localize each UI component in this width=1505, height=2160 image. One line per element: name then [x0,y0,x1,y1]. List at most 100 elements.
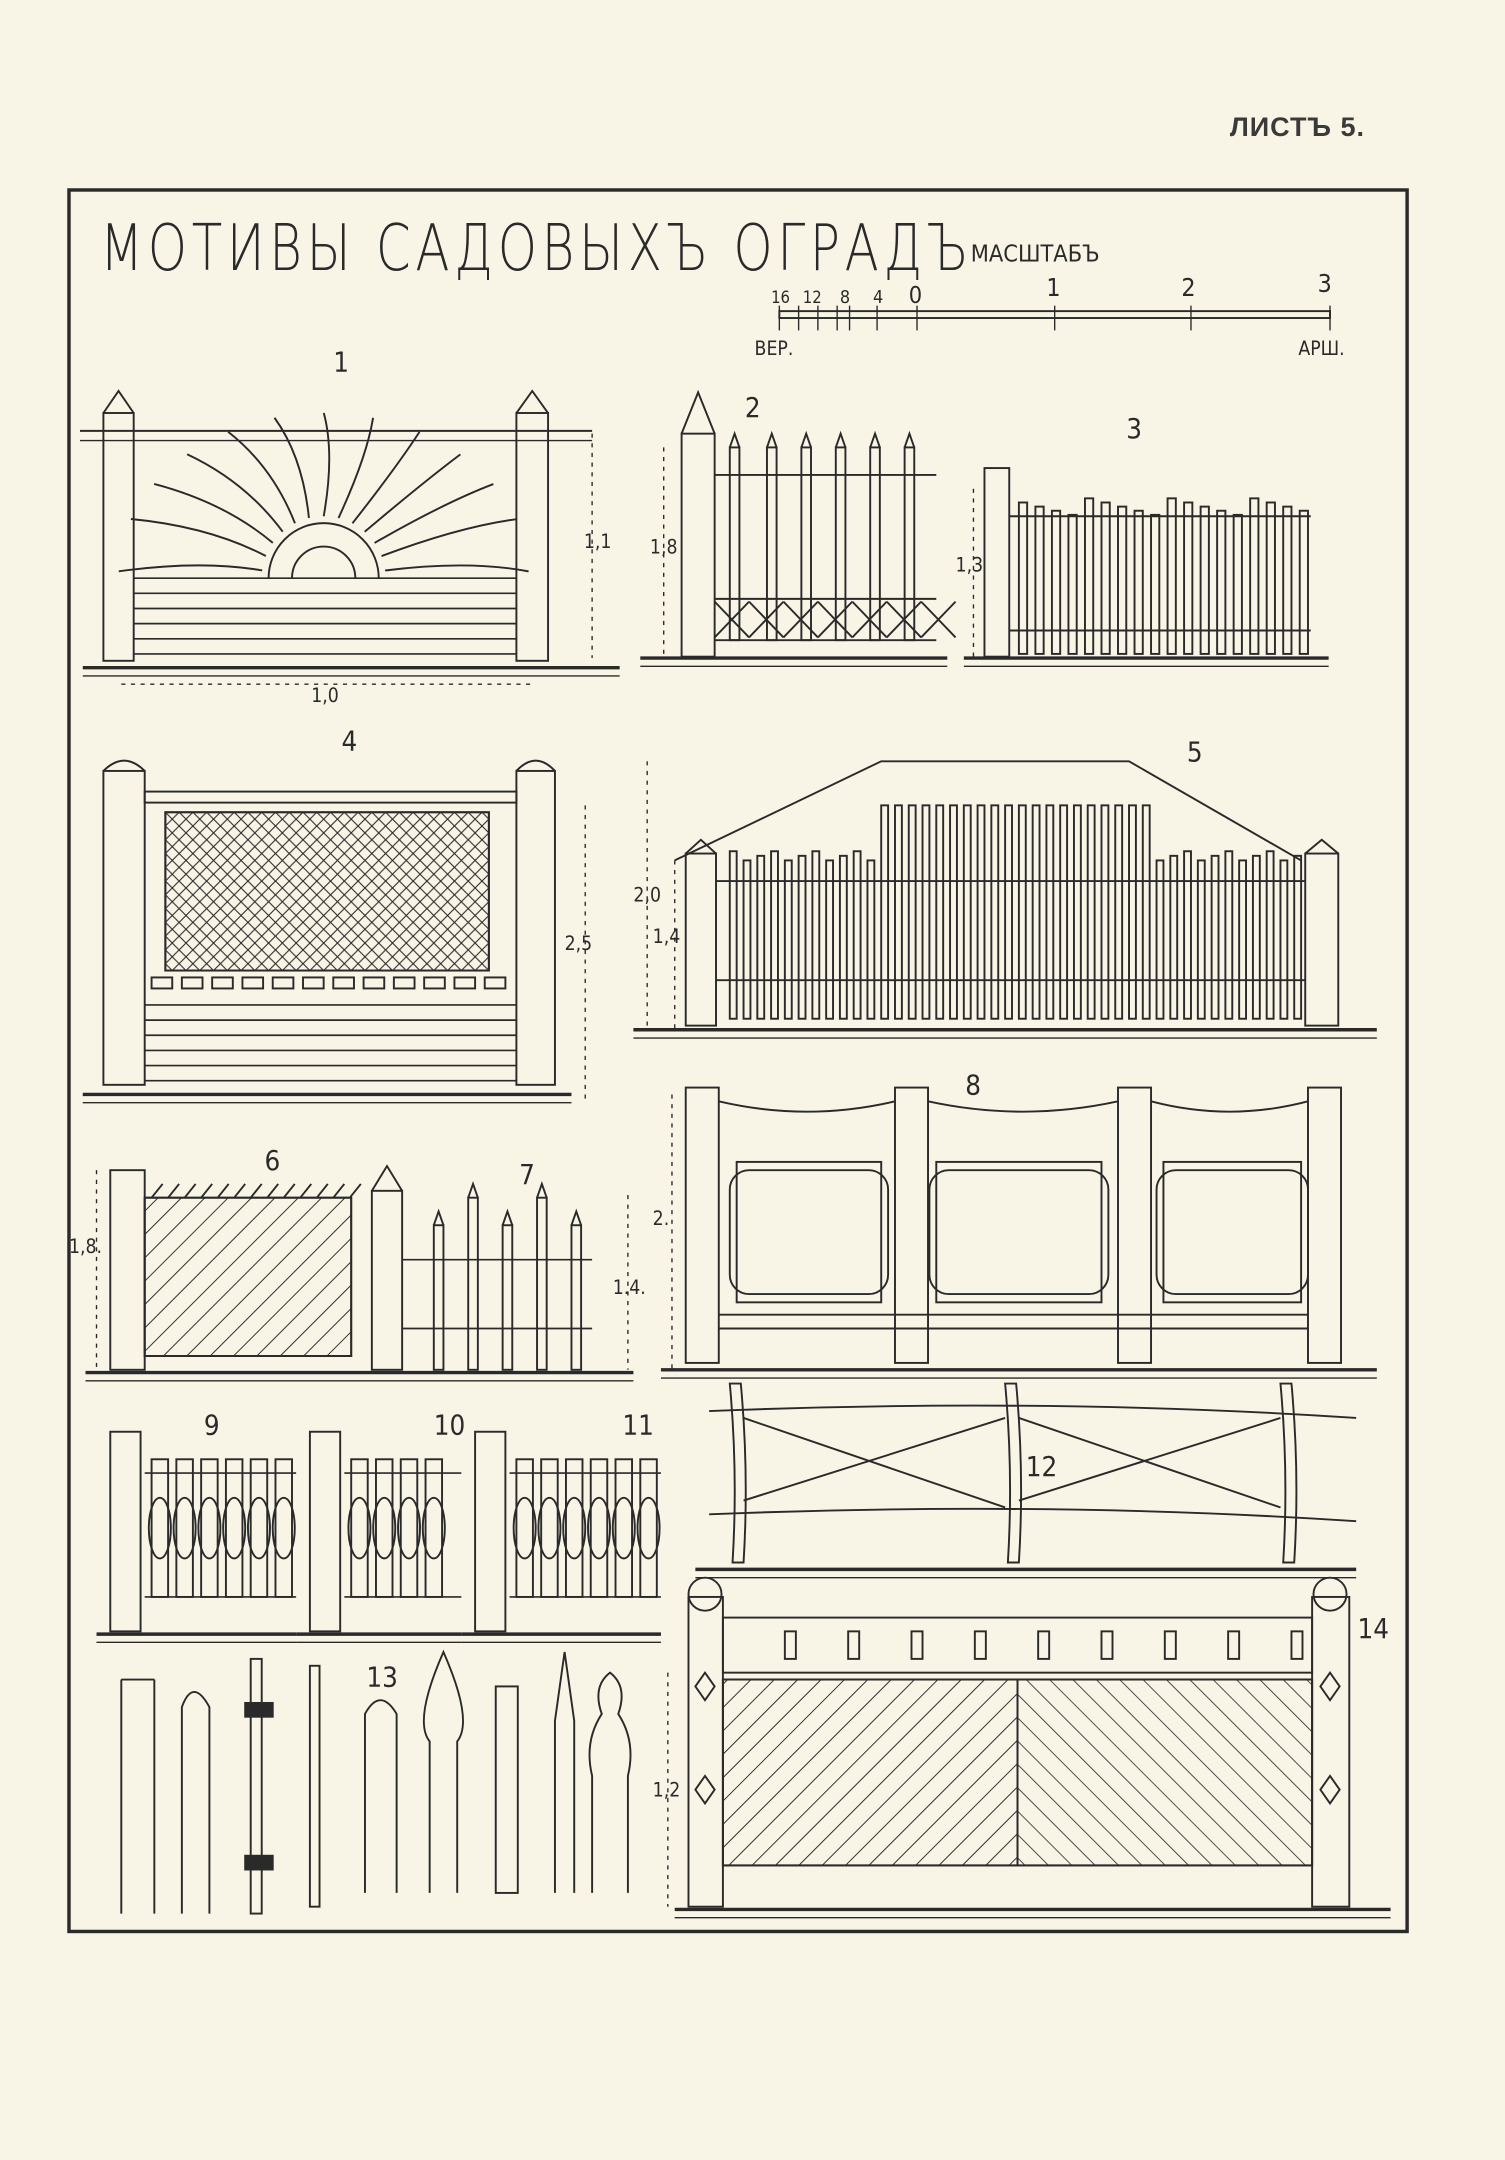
baluster-profile [197,1496,222,1560]
picket [1084,497,1095,655]
scale-tick: 1 [1046,273,1060,302]
slat-tip [299,1183,313,1199]
picket [1045,804,1055,1020]
picket [1141,804,1151,1020]
dimension-label: 2,0 [633,884,661,907]
diamond-ornament [694,1670,716,1702]
sun-ray [322,412,331,517]
post-cap [1304,838,1339,855]
panel-frame [721,1678,1314,1867]
post-profile [308,1664,321,1908]
picket [1249,497,1260,655]
picket [1067,513,1078,655]
picket [838,854,848,1020]
baluster-profile [172,1496,197,1560]
baluster-profile [611,1496,636,1560]
cross-brace [886,600,922,639]
picket [1004,804,1013,1020]
hinge [244,1701,274,1718]
fence-post [680,432,716,658]
baluster [424,1458,444,1598]
picket [1114,804,1124,1020]
baluster-profile [587,1496,611,1560]
panel-frame [735,1160,883,1304]
picket [1251,854,1261,1020]
picket [432,1224,445,1371]
sun-ray [381,518,517,557]
cross-brace [920,600,957,639]
fretwork [302,976,325,990]
picket [1224,850,1234,1020]
sheet-number: ЛИСТЪ 5. [1229,112,1365,142]
frieze-block [847,1630,861,1660]
baluster-profile [512,1496,537,1560]
post-profile [180,1691,211,1914]
rustic-post [1279,1382,1298,1564]
dimension-label: 1,4 [653,925,681,948]
frieze-block [1290,1630,1304,1660]
picket [770,850,779,1020]
fretwork [453,976,477,990]
picket [1031,804,1041,1020]
panel-medallion [728,1169,890,1296]
scale-unit-arshin: АРШ. [1298,337,1344,360]
picket-profile [364,1699,398,1893]
slat-tip [332,1183,346,1199]
picket [1059,804,1069,1020]
picket [1169,854,1179,1020]
baluster [274,1458,293,1598]
slat-tip [200,1183,213,1199]
slat-tip [349,1183,362,1199]
picket [1210,854,1220,1020]
fence-post [370,1189,404,1371]
dimension-label: 1.4. [613,1276,646,1299]
post-cap [685,838,717,855]
baluster-profile [537,1496,562,1560]
slat-tip [249,1183,263,1199]
fence-post [1307,1086,1342,1364]
post-cap [515,759,556,772]
panel-frame [1162,1160,1303,1304]
picket-tip [432,1208,445,1226]
picket [1117,505,1128,655]
picket [921,804,931,1020]
hatched-panel [721,1678,1019,1867]
frieze-block [1227,1630,1241,1660]
picket [501,1224,514,1371]
frieze-rail [721,1616,1314,1674]
baluster-profile [562,1496,587,1560]
picket [1133,509,1144,655]
panel-medallion [1155,1169,1309,1296]
fretwork [332,976,355,990]
diamond-ornament [1319,1670,1341,1702]
figure-number: 11 [622,1409,654,1441]
plate-title: МОТИВЫ САДОВЫХЪ ОГРАДЪ [100,212,974,286]
picket [1265,501,1276,655]
panel-medallion [928,1169,1110,1296]
picket [1183,850,1192,1020]
picket-tip [536,1181,548,1199]
figure-number: 6 [264,1145,280,1177]
picket [825,859,834,1020]
picket [1196,859,1206,1020]
picket-tip [834,430,847,448]
scale-unit-vershok: ВЕР. [755,337,794,360]
slat-tip [282,1183,296,1199]
sun-ray [227,431,296,524]
sun-ray [118,564,263,573]
scale-tick: 4 [873,287,883,308]
figure-number: 13 [366,1661,398,1693]
picket [990,804,1000,1020]
frieze-block [1100,1630,1114,1660]
fence-post [684,1086,720,1364]
post-cap [680,389,716,435]
picket [894,804,903,1020]
gable-line [674,760,1302,862]
fretwork [241,976,265,990]
post-cap [102,389,135,414]
hatched-panel [143,1196,353,1357]
picket [1183,501,1194,655]
picket [852,850,862,1020]
post-cap [371,1164,403,1192]
scale-label: МАСШТАБЪ [971,240,1100,268]
